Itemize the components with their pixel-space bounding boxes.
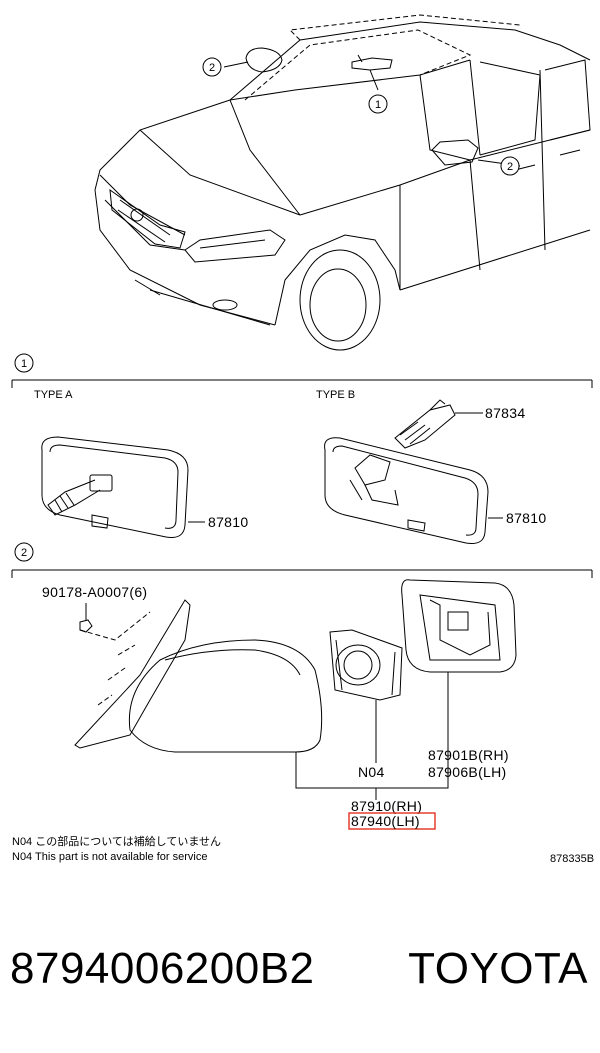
section-2: 2 — [11, 542, 593, 578]
part-87810-type-a: 87810 — [208, 514, 248, 530]
part-87906b-lh: 87906B(LH) — [428, 764, 507, 780]
callout-2-side: 2 — [500, 156, 520, 176]
callout-2-top: 2 — [202, 57, 222, 77]
car-illustration — [94, 14, 591, 351]
outer-mirror-assembly — [74, 579, 517, 800]
highlight-box — [348, 812, 436, 830]
inner-mirror-type-b — [324, 399, 503, 544]
part-n04: N04 — [358, 764, 385, 780]
part-87834: 87834 — [485, 405, 525, 421]
type-a-label: TYPE A — [34, 389, 73, 401]
footer: 8794006200B2 TOYOTA — [0, 944, 600, 1004]
svg-text:2: 2 — [209, 62, 215, 74]
note-jp: N04 この部品については補給していません — [12, 834, 221, 848]
note-en: N04 This part is not available for servi… — [12, 851, 207, 863]
part-87910-rh: 87910(RH) — [351, 798, 422, 814]
section-1-number: 1 — [21, 358, 27, 370]
svg-text:2: 2 — [507, 161, 513, 173]
footer-part-number: 8794006200B2 — [10, 944, 315, 993]
callout-1-car: 1 — [368, 94, 388, 114]
section-1: 1 TYPE A TYPE B — [11, 353, 593, 401]
part-90178-screw: 90178-A0007(6) — [42, 584, 147, 600]
type-b-label: TYPE B — [316, 389, 355, 401]
inner-mirror-type-a — [41, 436, 205, 538]
part-87940-lh: 87940(LH) — [351, 813, 420, 829]
svg-text:1: 1 — [375, 99, 381, 111]
part-87810-type-b: 87810 — [506, 510, 546, 526]
diagram-code: 878335B — [550, 853, 594, 865]
section-2-number: 2 — [21, 547, 27, 559]
part-87901b-rh: 87901B(RH) — [428, 747, 509, 763]
footer-brand: TOYOTA — [408, 944, 588, 993]
